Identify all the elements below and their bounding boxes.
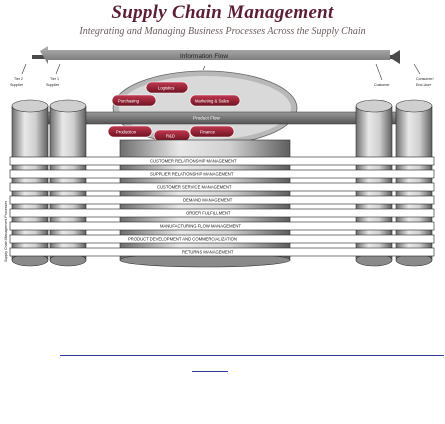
diagram-subtitle: Integrating and Managing Business Proces… xyxy=(79,26,366,37)
process-label-2: SUPPLIER RELATIONSHIP MANAGEMENT xyxy=(150,172,234,177)
logistics-label: Logistics xyxy=(158,86,174,91)
information-flow-arrow: Information Flow xyxy=(32,46,400,64)
function-pills: Logistics Purchasing Marketing & Sales P… xyxy=(107,81,241,142)
diagram-title: Supply Chain Management xyxy=(111,2,334,23)
purchasing-label: Purchasing xyxy=(118,99,140,104)
process-label-7: PRODUCT DEVELOPMENT AND COMMERCIALIZATIO… xyxy=(128,237,237,242)
consumer-label-1: Consumer/ xyxy=(416,77,434,81)
marketing-sales-label: Marketing & Sales xyxy=(195,99,229,104)
finance-label: Finance xyxy=(200,130,216,135)
process-label-5: ORDER FULFILLMENT xyxy=(186,211,231,216)
footer-short-divider xyxy=(192,371,228,372)
tier2-supplier-label-2: Supplier xyxy=(10,83,24,87)
process-label-3: CUSTOMER SERVICE MANAGEMENT xyxy=(157,185,232,190)
node-connectors xyxy=(21,63,421,81)
production-label: Production xyxy=(116,130,137,135)
side-label: Supply Chain Management Processes xyxy=(4,201,8,262)
tier1-supplier-label-1: Tier 1 xyxy=(50,77,59,81)
tier2-supplier-label-1: Tier 2 xyxy=(14,77,23,81)
process-label-6: MANUFACTURING FLOW MANAGEMENT xyxy=(160,224,241,229)
process-labels: CUSTOMER RELATIONSHIP MANAGEMENT SUPPLIE… xyxy=(128,159,241,255)
footer-divider xyxy=(60,355,444,356)
process-label-4: DEMAND MANAGEMENT xyxy=(183,198,233,203)
product-flow-label: Product Flow xyxy=(193,116,220,121)
information-flow-label: Information Flow xyxy=(180,53,228,60)
customer-label: Customer xyxy=(374,83,390,87)
process-bars xyxy=(9,156,435,257)
process-label-8: RETURNS MANAGEMENT xyxy=(182,250,234,255)
process-label-1: CUSTOMER RELATIONSHIP MANAGEMENT xyxy=(150,159,237,164)
rd-label: R&D xyxy=(166,134,175,139)
consumer-label-2: End-User xyxy=(416,83,432,87)
tier1-supplier-label-2: Supplier xyxy=(46,83,60,87)
